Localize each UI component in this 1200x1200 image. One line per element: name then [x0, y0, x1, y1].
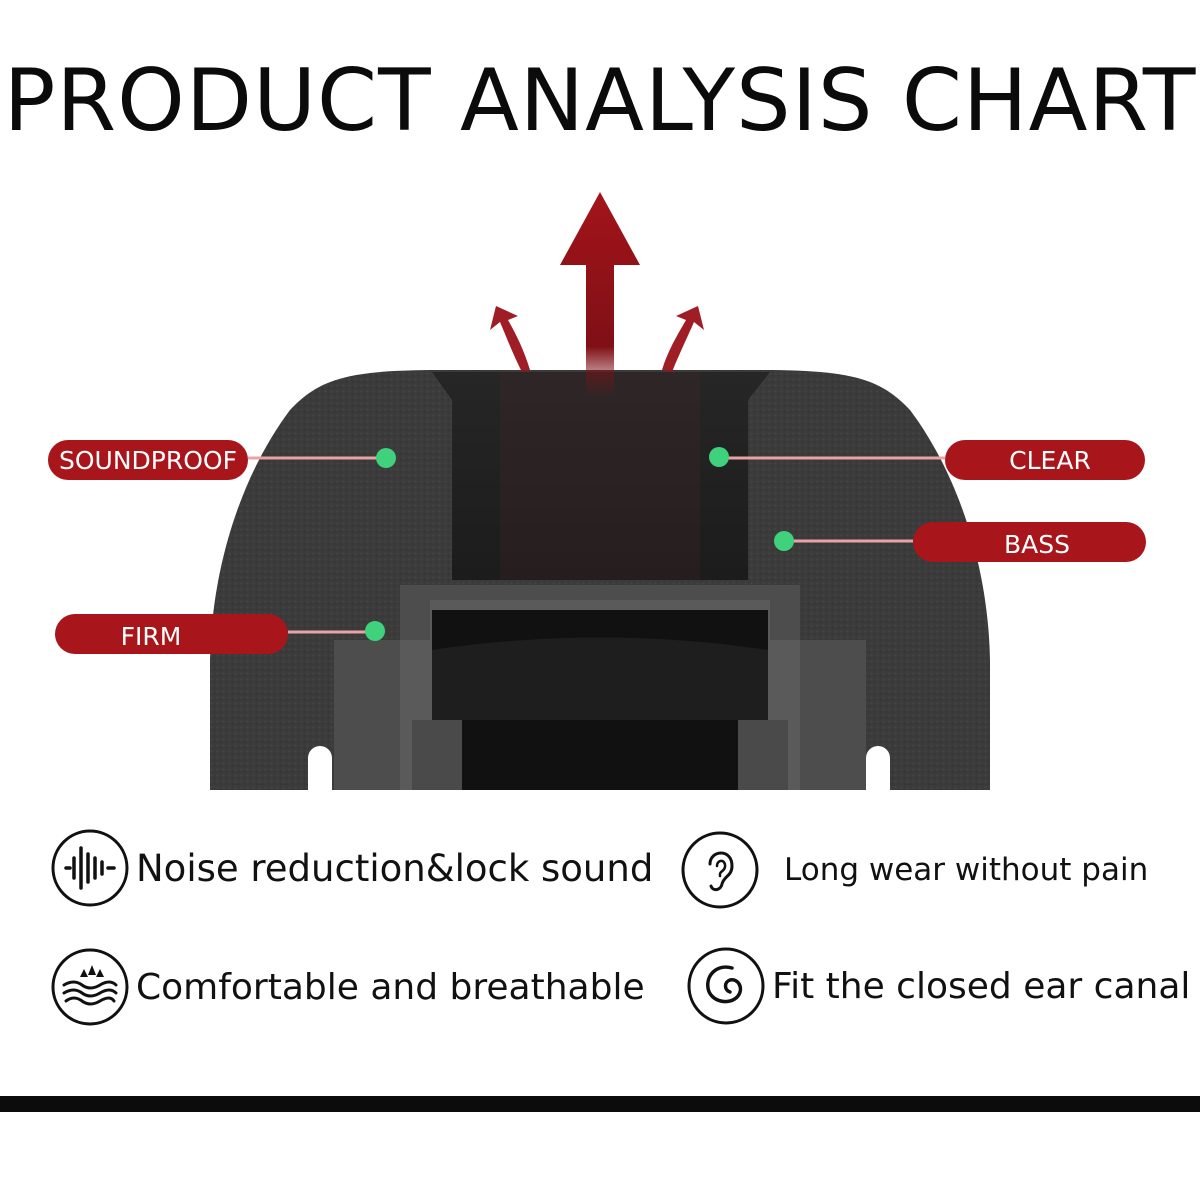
right-notch — [866, 746, 890, 790]
bottom-divider — [0, 1096, 1200, 1112]
label-firm-text: FIRM — [121, 622, 182, 651]
feature-text: Fit the closed ear canal — [772, 965, 1191, 1007]
feature-noise-reduction: Noise reduction&lock sound — [50, 828, 653, 908]
label-clear: CLEAR — [709, 440, 1145, 480]
sound-channel — [432, 372, 770, 580]
right-curved-arrow — [662, 306, 704, 372]
feature-fit-ear-canal: Fit the closed ear canal — [686, 946, 1190, 1026]
channel-highlight — [500, 372, 700, 580]
label-bass: BASS — [774, 522, 1146, 562]
feature-text: Long wear without pain — [784, 852, 1149, 888]
page-title: PRODUCT ANALYSIS CHART — [3, 51, 1197, 151]
feature-comfortable: Comfortable and breathable — [50, 947, 645, 1027]
ear-icon — [681, 831, 759, 909]
label-clear-text: CLEAR — [1009, 446, 1091, 475]
main-arrow — [560, 192, 640, 398]
breathable-waves-icon — [51, 948, 129, 1026]
feature-long-wear: Long wear without pain — [680, 830, 1148, 910]
core-bottom-right — [738, 720, 788, 790]
label-firm: FIRM — [55, 614, 385, 654]
feature-text: Comfortable and breathable — [136, 966, 645, 1008]
core-curve — [432, 637, 768, 720]
left-notch — [308, 746, 332, 790]
label-bass-text: BASS — [1004, 530, 1070, 559]
feature-text: Noise reduction&lock sound — [136, 846, 654, 890]
core-bottom-left — [412, 720, 462, 790]
sound-wave-icon — [51, 829, 129, 907]
left-curved-arrow — [490, 306, 530, 372]
label-soundproof: SOUNDPROOF — [48, 440, 396, 480]
label-soundproof-text: SOUNDPROOF — [59, 446, 237, 475]
spiral-fit-icon — [687, 947, 765, 1025]
